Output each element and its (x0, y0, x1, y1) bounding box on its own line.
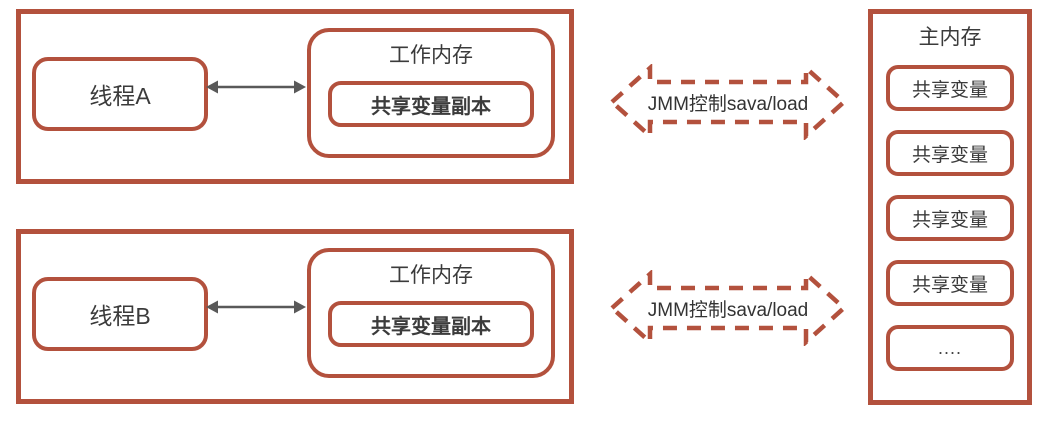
more-variables-box: .... (886, 325, 1014, 371)
shared-variable-box: 共享变量 (886, 260, 1014, 306)
thread-a-box: 线程A (32, 57, 208, 131)
shared-variable-box: 共享变量 (886, 130, 1014, 176)
jmm-control-arrow-b: JMM控制sava/load (608, 270, 848, 346)
working-memory-title: 工作内存 (389, 44, 473, 67)
thread-a-label: 线程A (89, 83, 151, 109)
shared-variable-copy-box: 共享变量副本 (328, 301, 534, 347)
jmm-dashed-double-arrow-icon (608, 270, 848, 346)
jmm-control-label: JMM控制sava/load (647, 299, 809, 321)
bidirectional-arrow-icon (206, 300, 306, 314)
thread-b-label: 线程B (89, 303, 151, 329)
working-memory-box-b: 工作内存 共享变量副本 (307, 248, 555, 378)
bidirectional-arrow-icon (206, 80, 306, 94)
jmm-control-arrow-a: JMM控制sava/load (608, 64, 848, 140)
thread-a-group-box: 线程A 工作内存 共享变量副本 (16, 9, 574, 184)
shared-variable-copy-box: 共享变量副本 (328, 81, 534, 127)
main-memory-panel: 主内存 共享变量 共享变量 共享变量 共享变量 .... (868, 9, 1032, 405)
jmm-control-label: JMM控制sava/load (647, 93, 809, 115)
shared-variable-box: 共享变量 (886, 65, 1014, 111)
working-memory-box-a: 工作内存 共享变量副本 (307, 28, 555, 158)
working-memory-title: 工作内存 (389, 264, 473, 287)
thread-b-box: 线程B (32, 277, 208, 351)
main-memory-title: 主内存 (918, 26, 982, 49)
shared-variable-copy-label: 共享变量副本 (371, 315, 491, 338)
shared-variable-copy-label: 共享变量副本 (371, 95, 491, 118)
thread-b-group-box: 线程B 工作内存 共享变量副本 (16, 229, 574, 404)
shared-variable-box: 共享变量 (886, 195, 1014, 241)
jmm-dashed-double-arrow-icon (608, 64, 848, 140)
